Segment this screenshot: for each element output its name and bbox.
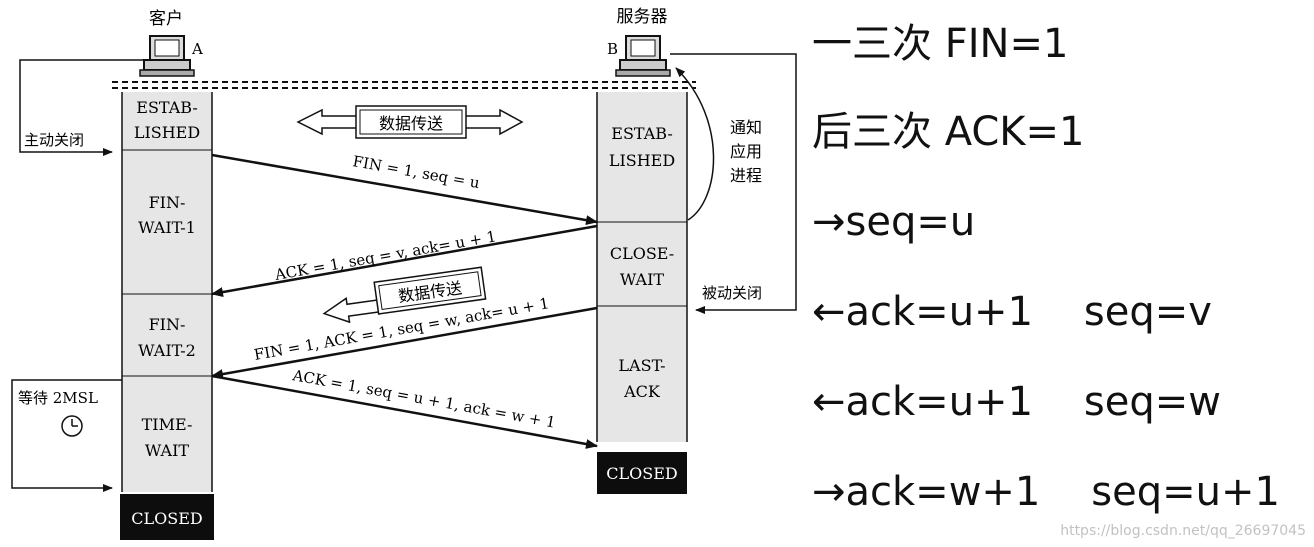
note-line-6: →ack=w+1 seq=u+1 (812, 469, 1280, 515)
server-state-established: ESTAB- LISHED (609, 124, 675, 170)
message-1-label: FIN = 1, seq = u (351, 152, 481, 192)
svg-text:ACK: ACK (623, 382, 661, 401)
note-line-2: 后三次 ACK=1 (812, 109, 1085, 155)
svg-text:WAIT-2: WAIT-2 (138, 341, 196, 360)
network-line (112, 81, 696, 89)
message-4-label: ACK = 1, seq = u + 1, ack = w + 1 (290, 366, 557, 432)
server-timeline (596, 92, 688, 442)
server-state-closed: CLOSED (597, 452, 687, 494)
message-ack-client-to-server: ACK = 1, seq = u + 1, ack = w + 1 (211, 366, 598, 449)
svg-text:WAIT: WAIT (620, 270, 665, 289)
note-line-4: ←ack=u+1 seq=v (812, 289, 1212, 335)
notify-app-label: 通知 应用 进程 (730, 118, 762, 185)
svg-text:LISHED: LISHED (134, 123, 200, 142)
server-title: 服务器 (617, 7, 668, 27)
svg-text:CLOSED: CLOSED (131, 509, 202, 528)
message-fin-client-to-server: FIN = 1, seq = u (211, 152, 598, 226)
tcp-four-way-handshake-diagram: 客户 服务器 A B ESTAB- LISHED (11, 7, 797, 540)
wait-2msl-loop (11, 379, 122, 492)
svg-text:TIME-: TIME- (142, 415, 193, 434)
svg-text:CLOSE-: CLOSE- (610, 244, 674, 263)
client-state-established: ESTAB- LISHED (134, 98, 200, 142)
svg-text:WAIT: WAIT (145, 441, 190, 460)
note-line-5: ←ack=u+1 seq=w (812, 379, 1221, 425)
notify-app-curve (675, 67, 715, 221)
svg-text:LISHED: LISHED (609, 151, 675, 170)
server-tag: B (607, 40, 618, 58)
svg-text:通知: 通知 (730, 118, 762, 137)
svg-text:LAST-: LAST- (618, 356, 665, 375)
svg-text:应用: 应用 (730, 142, 762, 161)
active-close-arrow (19, 59, 144, 156)
server-computer-icon (615, 35, 671, 77)
passive-close-label: 被动关闭 (702, 284, 762, 302)
server-state-close-wait: CLOSE- WAIT (610, 244, 674, 289)
server-state-last-ack: LAST- ACK (618, 356, 665, 401)
client-state-fin-wait-1: FIN- WAIT-1 (138, 193, 196, 237)
svg-text:进程: 进程 (730, 166, 762, 185)
svg-text:WAIT-1: WAIT-1 (138, 218, 196, 237)
passive-close-arrow (670, 53, 797, 314)
data-transfer-server-to-client: 数据传送 (322, 266, 487, 324)
active-close-label: 主动关闭 (24, 131, 84, 149)
svg-text:FIN-: FIN- (149, 193, 186, 212)
client-tag: A (191, 40, 203, 58)
clock-icon (61, 415, 83, 437)
svg-text:FIN-: FIN- (149, 315, 186, 334)
watermark: https://blog.csdn.net/qq_26697045 (1060, 523, 1306, 539)
note-line-3: →seq=u (812, 199, 976, 245)
client-state-fin-wait-2: FIN- WAIT-2 (138, 315, 196, 360)
svg-text:数据传送: 数据传送 (379, 114, 443, 133)
client-title: 客户 (149, 9, 183, 29)
client-state-closed: CLOSED (120, 494, 214, 540)
note-line-1: 一三次 FIN=1 (812, 21, 1069, 67)
data-transfer-bidirectional: 数据传送 (296, 105, 524, 139)
wait-2msl-label: 等待 2MSL (18, 389, 98, 407)
client-state-time-wait: TIME- WAIT (142, 415, 193, 460)
client-computer-icon (139, 35, 195, 77)
svg-text:ESTAB-: ESTAB- (136, 98, 197, 117)
svg-text:CLOSED: CLOSED (606, 464, 677, 483)
svg-text:ESTAB-: ESTAB- (611, 124, 672, 143)
